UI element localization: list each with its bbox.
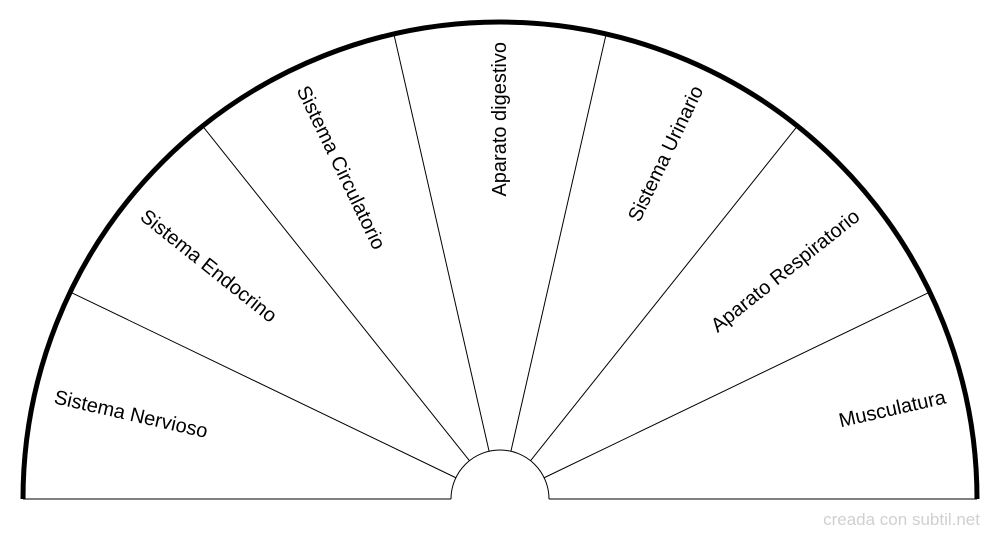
segment-label: Sistema Circulatorio — [292, 82, 389, 253]
inner-arc — [450, 449, 550, 500]
segment-label: Sistema Endocrino — [136, 205, 281, 327]
outer-arc — [20, 19, 980, 500]
credit-watermark: creada con subtil.net — [823, 510, 980, 529]
segment-label: Aparato Respiratorio — [707, 205, 864, 337]
segment-label: Sistema Urinario — [624, 82, 708, 225]
segment-label: Aparato digestivo — [489, 42, 511, 197]
segment-divider — [202, 125, 470, 462]
segment-divider — [543, 291, 930, 479]
segment-divider — [393, 33, 490, 452]
segment-label: Musculatura — [837, 386, 949, 432]
segment-divider — [530, 125, 798, 462]
segment-divider — [70, 291, 457, 479]
segment-label: Sistema Nervioso — [52, 387, 210, 443]
segment-divider — [510, 33, 607, 452]
segment-dividers — [70, 33, 930, 479]
